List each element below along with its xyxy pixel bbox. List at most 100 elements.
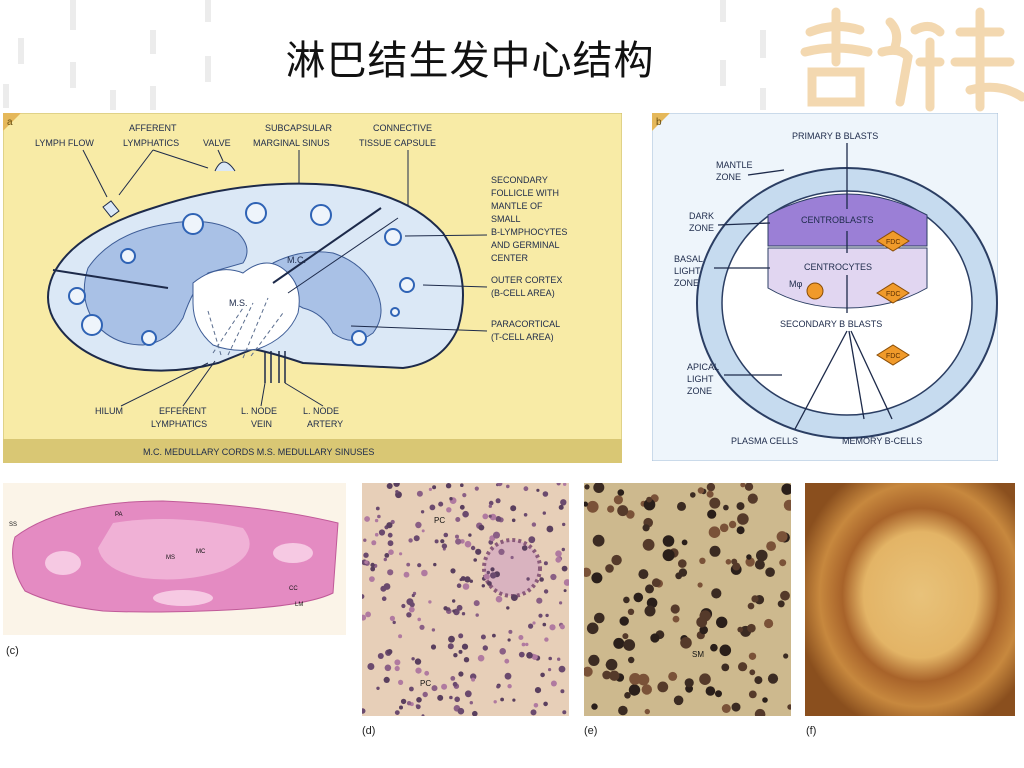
cell-nucleus <box>737 513 749 525</box>
label-primary-blasts: PRIMARY B BLASTS <box>792 131 878 141</box>
cell-nucleus <box>611 554 622 566</box>
label-secondary-follicle-2: FOLLICLE WITH <box>491 188 559 198</box>
germinal-center-diagram: b PRIMARY B BLASTS MANTLE ZONE DARK ZONE… <box>652 113 998 461</box>
cell-nucleus <box>364 516 370 522</box>
cell-nucleus <box>746 554 752 560</box>
cell-nucleus <box>549 624 556 631</box>
label-memory-cells: MEMORY B-CELLS <box>842 436 922 446</box>
cell-nucleus <box>390 519 395 525</box>
cell-nucleus <box>447 643 454 650</box>
label-efferent: EFFERENT <box>159 406 207 416</box>
cell-nucleus <box>751 595 759 603</box>
cell-nucleus <box>779 559 787 567</box>
cell-nucleus <box>443 532 449 538</box>
cell-nucleus <box>362 708 366 714</box>
cell-nucleus <box>416 490 423 497</box>
cell-nucleus <box>638 569 649 580</box>
cell-nucleus <box>723 504 729 511</box>
cell-nucleus <box>591 572 603 584</box>
label-secondary-follicle-5: B-LYMPHOCYTES <box>491 227 567 237</box>
cell-nucleus <box>374 518 379 523</box>
cell-nucleus <box>526 577 530 581</box>
cell-nucleus <box>452 599 456 603</box>
label-valve: VALVE <box>203 138 231 148</box>
cell-nucleus <box>699 557 706 564</box>
cell-nucleus <box>642 524 650 532</box>
cell-nucleus <box>493 531 500 539</box>
cell-nucleus <box>460 576 466 581</box>
cell-nucleus <box>389 615 395 621</box>
cell-nucleus <box>627 608 635 615</box>
cell-nucleus <box>508 629 513 634</box>
cell-nucleus <box>672 615 680 623</box>
label-hilum: HILUM <box>95 406 123 416</box>
cell-nucleus <box>415 704 421 710</box>
cell-nucleus <box>411 657 415 661</box>
label-marginal-sinus: MARGINAL SINUS <box>253 138 330 148</box>
label-micro-mc: MC <box>196 549 206 555</box>
label-node-artery-1: L. NODE <box>303 406 339 416</box>
cell-nucleus <box>559 601 563 605</box>
cell-nucleus <box>414 658 422 665</box>
label-node-artery-2: ARTERY <box>307 419 343 429</box>
cell-nucleus <box>521 642 526 647</box>
cell-nucleus <box>506 606 510 610</box>
cell-nucleus <box>542 622 547 627</box>
cell-nucleus <box>464 576 471 583</box>
cell-nucleus <box>646 496 652 503</box>
label-apical-3: ZONE <box>687 386 712 396</box>
cell-nucleus <box>641 684 652 695</box>
cell-nucleus <box>499 648 506 655</box>
diagram-footer-legend: M.C. MEDULLARY CORDS M.S. MEDULLARY SINU… <box>143 447 374 457</box>
cell-nucleus <box>459 504 465 510</box>
label-afferent: AFFERENT <box>129 123 177 133</box>
cell-nucleus <box>555 550 562 557</box>
cell-nucleus <box>525 642 529 647</box>
cell-nucleus <box>403 571 410 578</box>
cell-nucleus <box>542 511 546 515</box>
cell-nucleus <box>455 517 461 522</box>
cell-nucleus <box>449 695 453 700</box>
cell-nucleus <box>609 670 620 681</box>
cell-nucleus <box>460 539 465 544</box>
cell-nucleus <box>458 649 463 654</box>
cell-nucleus <box>367 663 375 670</box>
cell-nucleus <box>765 567 775 577</box>
cell-nucleus <box>415 521 422 529</box>
cell-nucleus <box>558 665 566 673</box>
cell-nucleus <box>450 676 456 681</box>
cell-nucleus <box>617 489 625 496</box>
cell-nucleus <box>457 707 465 715</box>
cell-nucleus <box>764 618 774 629</box>
cell-nucleus <box>456 583 462 588</box>
cell-nucleus <box>586 622 599 635</box>
cell-nucleus <box>624 692 631 699</box>
cell-nucleus <box>420 510 425 514</box>
cell-nucleus <box>429 504 436 511</box>
caption-e: (e) <box>584 725 598 737</box>
cell-nucleus <box>464 690 472 698</box>
cell-nucleus <box>441 683 448 690</box>
cell-nucleus <box>490 567 495 572</box>
cell-nucleus <box>458 671 464 677</box>
label-micro-ms: MS <box>166 555 175 561</box>
cell-nucleus <box>748 652 757 660</box>
cell-nucleus <box>512 698 516 702</box>
cell-nucleus <box>747 602 755 610</box>
cell-nucleus <box>488 514 492 518</box>
cell-nucleus <box>481 584 485 588</box>
cell-nucleus <box>518 651 525 658</box>
cell-nucleus <box>677 501 686 511</box>
cell-nucleus <box>460 483 464 487</box>
cell-nucleus <box>561 565 568 572</box>
cell-nucleus <box>716 616 728 628</box>
cell-nucleus <box>709 545 721 557</box>
cell-nucleus <box>464 540 472 548</box>
cell-nucleus <box>626 510 635 519</box>
cell-nucleus <box>617 505 629 517</box>
cell-nucleus <box>474 486 479 491</box>
micrograph-f <box>805 483 1015 716</box>
cell-nucleus <box>657 681 669 693</box>
cell-nucleus <box>561 547 565 552</box>
cell-nucleus <box>560 689 565 694</box>
